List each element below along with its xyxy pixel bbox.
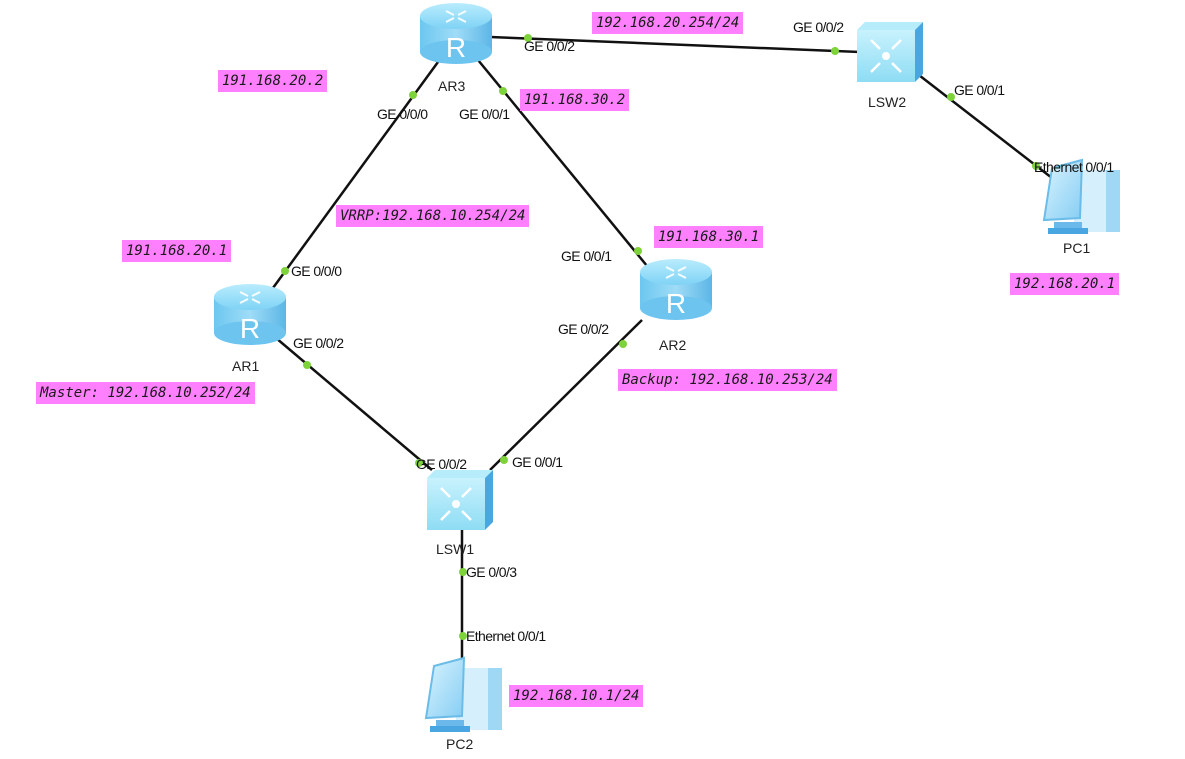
port-dot (831, 47, 839, 55)
port-dot (500, 456, 508, 464)
port-label: GE 0/0/2 (293, 335, 344, 351)
port-label: Ethernet 0/0/1 (1034, 159, 1114, 175)
port-label: GE 0/0/2 (558, 321, 609, 337)
pc-icon-pc1[interactable] (1042, 158, 1120, 234)
port-label: GE 0/0/0 (291, 263, 342, 279)
ip-label-ar2-ge001: 191.168.30.1 (654, 226, 764, 248)
port-dot (1032, 162, 1040, 170)
port-label: GE 0/0/2 (793, 19, 844, 35)
device-label-ar3: AR3 (438, 78, 466, 94)
port-dot (303, 361, 311, 369)
device-label-pc2: PC2 (446, 736, 474, 752)
svg-text:R: R (666, 288, 686, 319)
ip-label-pc2: 192.168.10.1/24 (509, 685, 644, 707)
port-dot (459, 632, 467, 640)
port-label: Ethernet 0/0/1 (466, 628, 546, 644)
link-ar2-lsw1[interactable] (489, 319, 643, 471)
device-label-ar1: AR1 (232, 358, 260, 374)
port-label: GE 0/0/1 (512, 454, 563, 470)
port-dot (409, 91, 417, 99)
port-dot (524, 34, 532, 42)
pc-icon-pc2[interactable] (424, 656, 502, 732)
link-ar3-ar2[interactable] (477, 59, 653, 273)
port-label: GE 0/0/2 (416, 456, 467, 472)
router-icon-ar1[interactable]: R (214, 284, 286, 345)
port-dot (281, 267, 289, 275)
port-dot (947, 93, 955, 101)
port-dot (634, 247, 642, 255)
svg-text:R: R (446, 32, 466, 63)
link-ar3-ar1[interactable] (260, 61, 440, 304)
router-icon-ar2[interactable]: R (640, 259, 712, 320)
device-label-lsw1: LSW1 (436, 541, 475, 557)
link-ar3-lsw2[interactable] (489, 35, 861, 54)
port-label: GE 0/0/1 (561, 248, 612, 264)
ip-label-pc1: 192.168.20.1 (1010, 273, 1120, 295)
svg-text:R: R (240, 313, 260, 344)
switch-icon-lsw1[interactable] (427, 470, 493, 530)
port-dot (499, 87, 507, 95)
master-label: Master: 192.168.10.252/24 (36, 382, 255, 404)
port-dot (619, 340, 627, 348)
ip-label-ar3-lsw2: 192.168.20.254/24 (592, 12, 744, 34)
port-label: GE 0/0/2 (524, 38, 575, 54)
link-ar1-lsw1[interactable] (275, 337, 433, 471)
port-dot (415, 459, 423, 467)
device-label-ar2: AR2 (659, 337, 687, 353)
ip-label-ar3-ge000: 191.168.20.2 (218, 70, 328, 92)
port-dot (459, 568, 467, 576)
device-label-pc1: PC1 (1063, 240, 1091, 256)
port-label: GE 0/0/3 (466, 564, 517, 580)
link-lsw2-pc1[interactable] (914, 71, 1053, 179)
backup-label: Backup: 192.168.10.253/24 (618, 369, 837, 391)
router-icon-ar3[interactable]: R (420, 3, 492, 64)
switch-icon-lsw2[interactable] (857, 22, 923, 82)
device-label-lsw2: LSW2 (868, 94, 907, 110)
ip-label-ar3-ge001: 191.168.30.2 (520, 89, 630, 111)
port-label: GE 0/0/0 (377, 106, 428, 122)
port-label: GE 0/0/1 (459, 106, 510, 122)
ip-label-ar1-ge000: 191.168.20.1 (122, 240, 232, 262)
vrrp-label: VRRP:192.168.10.254/24 (336, 205, 530, 227)
port-label: GE 0/0/1 (954, 82, 1005, 98)
